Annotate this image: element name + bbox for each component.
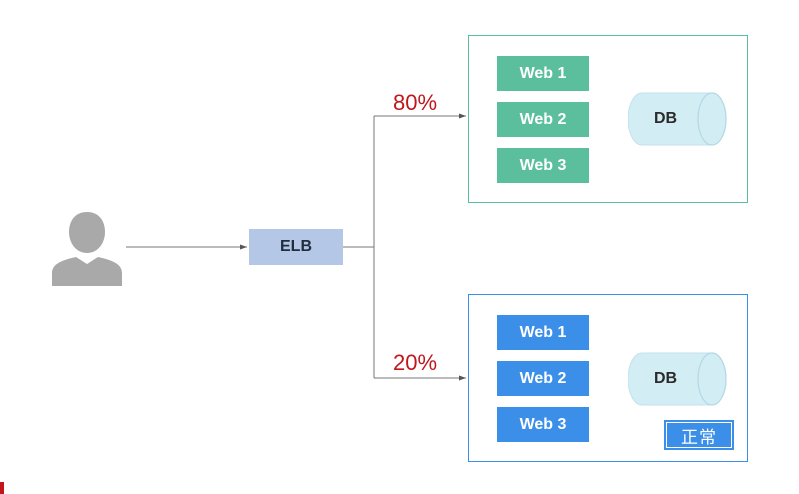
env-a-db-label: DB: [654, 110, 678, 127]
env-a-web-2: Web 2: [497, 102, 589, 137]
env-a-database-icon: [627, 92, 728, 151]
env-b-web-1: Web 1: [497, 315, 589, 350]
status-badge: 正常: [664, 420, 734, 450]
elb-node: ELB: [249, 229, 343, 265]
user-icon: [50, 208, 124, 291]
env-a-web-1: Web 1: [497, 56, 589, 91]
route-a-percent: 80%: [393, 90, 438, 115]
env-b-web-3: Web 3: [497, 407, 589, 442]
env-b-db-label: DB: [654, 370, 678, 387]
env-b-database-icon: [627, 352, 728, 411]
elb-label: ELB: [280, 238, 312, 255]
env-b-web-2: Web 2: [497, 361, 589, 396]
status-badge-label: 正常: [667, 423, 731, 447]
corner-marker: [0, 482, 4, 494]
route-b-percent: 20%: [393, 350, 438, 375]
env-a-web-3: Web 3: [497, 148, 589, 183]
